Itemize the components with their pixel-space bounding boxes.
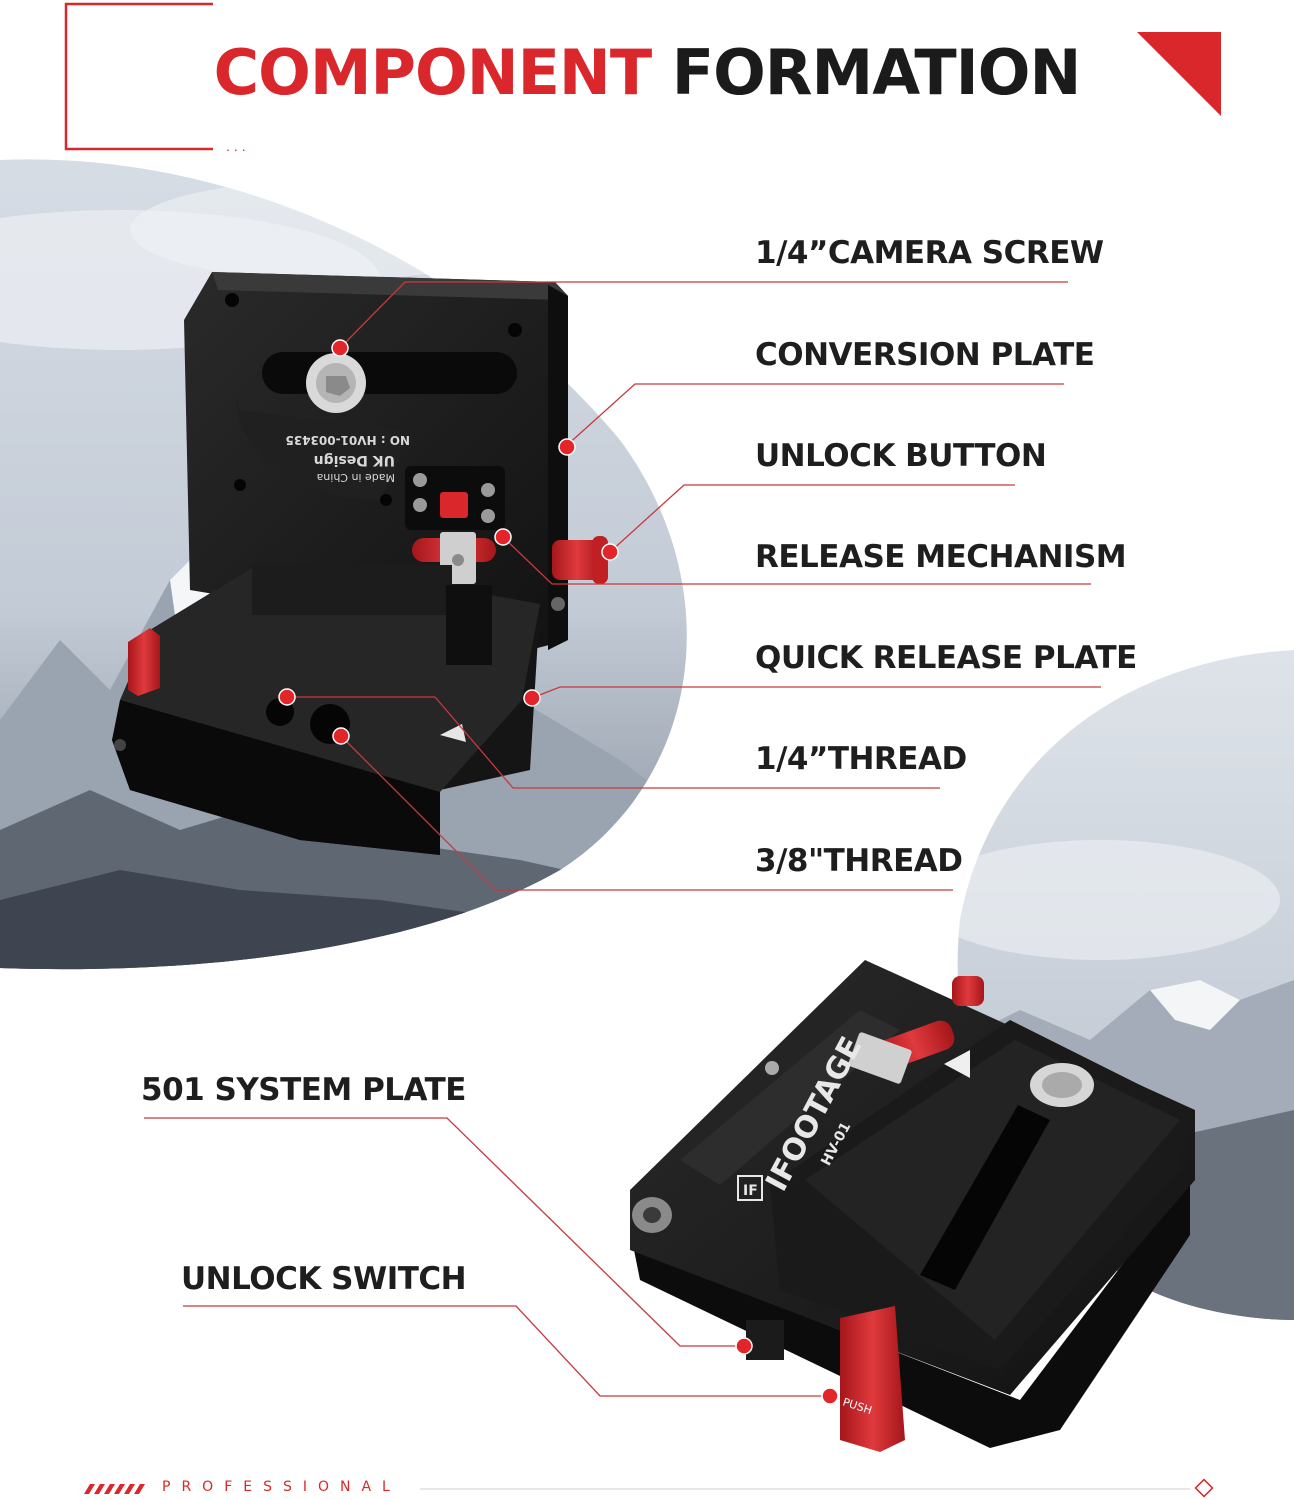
plate-text-line1: UK Design (314, 452, 395, 468)
product-quick-release-clamp: IFOOTAGE HV-01 IF PUSH (630, 960, 1195, 1452)
footer-tagline: PROFESSIONAL (162, 1479, 401, 1495)
plate-text-line2: Made in China (317, 471, 395, 484)
label-camera-screw: 1/4”CAMERA SCREW (755, 235, 1104, 271)
label-501-system-plate: 501 SYSTEM PLATE (141, 1072, 466, 1108)
corner-dots: ... (226, 138, 250, 154)
corner-triangle (1137, 32, 1221, 116)
plate-text-line3: NO : HV01-003435 (285, 433, 410, 447)
corner-frame (64, 2, 213, 151)
label-three-eighths-thread: 3/8"THREAD (755, 843, 963, 879)
label-release-mechanism: RELEASE MECHANISM (755, 539, 1127, 575)
footer-decoration (84, 1478, 1214, 1498)
label-quick-release-plate: QUICK RELEASE PLATE (755, 640, 1137, 676)
title-part2: FORMATION (671, 36, 1082, 109)
product-l-bracket: UK Design Made in China NO : HV01-003435 (112, 272, 608, 855)
callout-dots (278, 339, 839, 1405)
brand-logo: IF (743, 1183, 758, 1199)
label-conversion-plate: CONVERSION PLATE (755, 337, 1095, 373)
title-part1: COMPONENT (213, 36, 652, 109)
label-unlock-switch: UNLOCK SWITCH (181, 1261, 467, 1297)
brand-logo-box (737, 1175, 763, 1201)
leader-lines (144, 281, 1101, 1397)
page-title: COMPONENT FORMATION (0, 38, 1294, 108)
label-quarter-thread: 1/4”THREAD (755, 741, 967, 777)
label-unlock-button: UNLOCK BUTTON (755, 438, 1047, 474)
